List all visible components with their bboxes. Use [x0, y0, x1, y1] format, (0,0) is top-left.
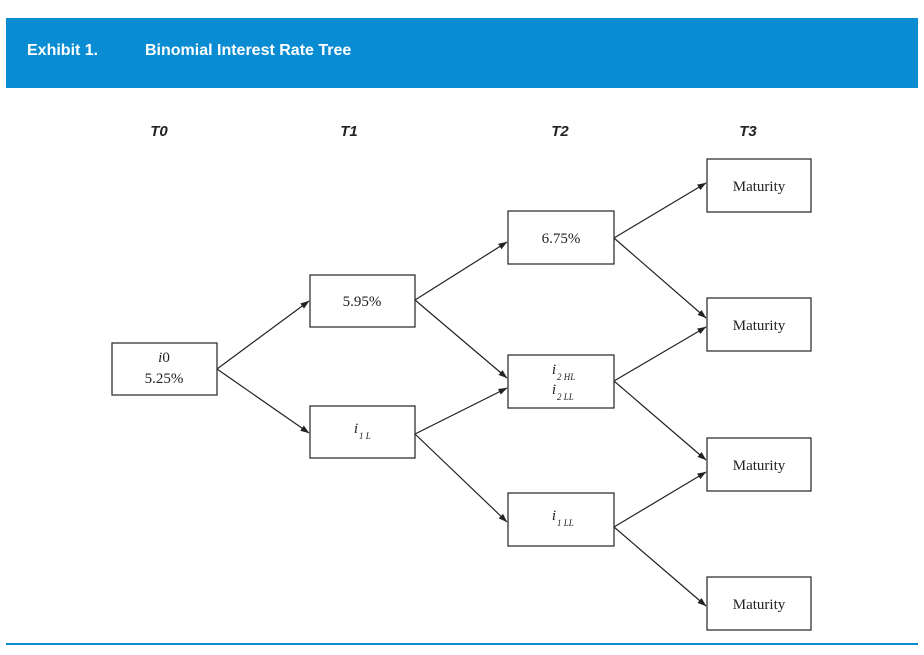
node-t2-mid-variable-b: i [552, 382, 556, 398]
node-t0-variable-suffix: 0 [162, 350, 170, 366]
node-t2-mid: i 2 HL i 2 LL [507, 354, 615, 409]
exhibit-number: Exhibit 1. [27, 42, 99, 59]
bottom-divider [6, 643, 918, 645]
node-t1-low-variable: i [354, 421, 358, 437]
node-t3-4-value: Maturity [733, 597, 786, 613]
edge-t0-to-t1-high [216, 300, 310, 370]
node-t1-low-subscript: 1 L [359, 431, 371, 441]
node-t2-mid-subscript-b: 2 LL [557, 392, 574, 402]
node-t1-high: 5.95% [309, 274, 416, 328]
edge-t2-mid-to-t3-2 [613, 326, 707, 382]
node-t0-variable: i [158, 350, 162, 366]
node-t3-3-value: Maturity [733, 458, 786, 474]
column-label-t2: T2 [551, 123, 569, 140]
edge-t0-to-t1-low [216, 368, 310, 434]
edge-t2-low-to-t3-3 [613, 471, 707, 528]
node-t1-low: i 1 L [309, 405, 416, 459]
node-t0-value: 5.25% [145, 371, 184, 387]
node-t3-2: Maturity [706, 297, 812, 352]
edge-t1-high-to-t2-mid [414, 299, 508, 379]
node-t2-low-variable: i [552, 508, 556, 524]
node-t3-3: Maturity [706, 437, 812, 492]
node-t2-mid-subscript-a: 2 HL [557, 372, 575, 382]
node-t2-high-value: 6.75% [542, 231, 581, 247]
exhibit-title: Binomial Interest Rate Tree [145, 42, 352, 59]
node-t2-mid-variable-a: i [552, 362, 556, 378]
edge-t2-high-to-t3-2 [613, 237, 707, 319]
node-t0: i0 5.25% [111, 342, 218, 396]
column-label-t1: T1 [340, 123, 358, 140]
exhibit-header: Exhibit 1. Binomial Interest Rate Tree [6, 18, 918, 88]
edge-t1-low-to-t2-low [414, 433, 508, 523]
node-t2-low-subscript: 1 LL [557, 518, 574, 528]
column-label-t0: T0 [150, 123, 168, 140]
node-t3-1-value: Maturity [733, 179, 786, 195]
edge-t2-low-to-t3-4 [613, 526, 707, 607]
edge-t1-low-to-t2-mid [414, 387, 508, 435]
edge-t2-mid-to-t3-3 [613, 380, 707, 461]
node-t3-1: Maturity [706, 158, 812, 213]
node-t2-low: i 1 LL [507, 492, 615, 547]
node-t3-2-value: Maturity [733, 318, 786, 334]
edge-t1-high-to-t2-high [414, 241, 508, 301]
node-t2-high: 6.75% [507, 210, 615, 265]
column-label-t3: T3 [739, 123, 757, 140]
node-t1-high-value: 5.95% [343, 294, 382, 310]
edge-t2-high-to-t3-1 [613, 182, 707, 239]
node-t3-4: Maturity [706, 576, 812, 631]
svg-text:i0: i0 [158, 350, 170, 366]
